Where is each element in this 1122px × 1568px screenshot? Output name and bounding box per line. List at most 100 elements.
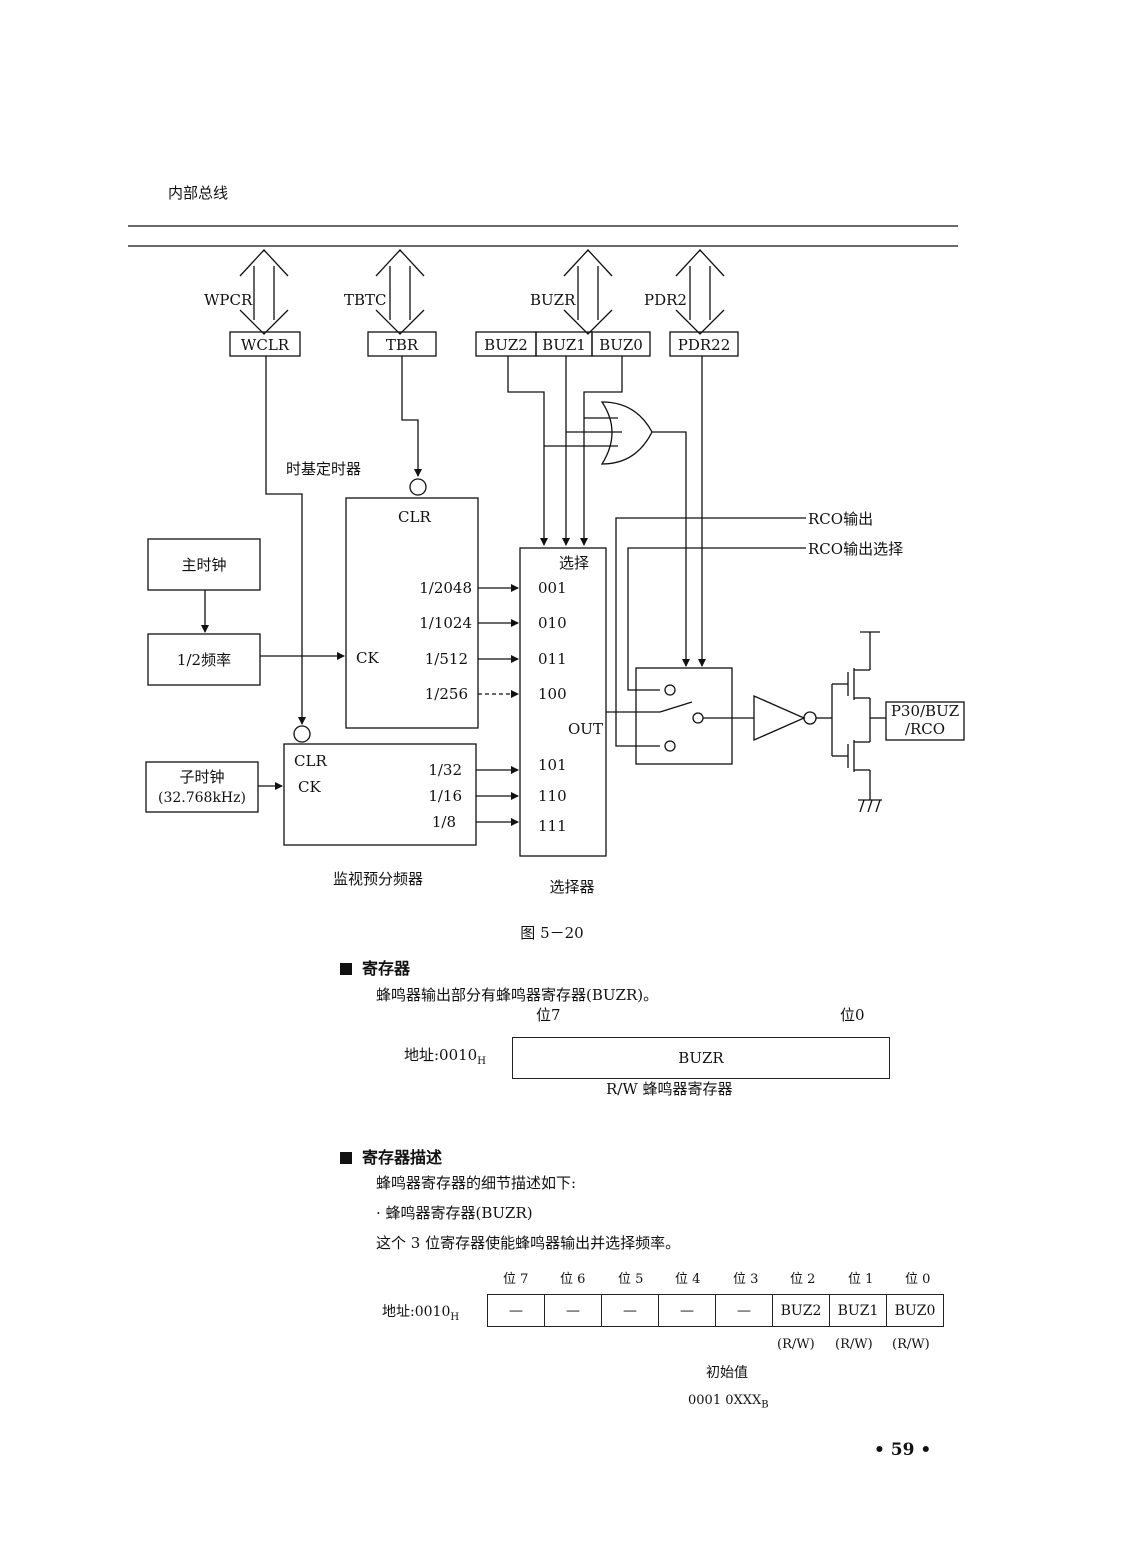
bit-label: 位 4: [675, 1272, 701, 1287]
timebase-label: 时基定时器: [286, 460, 361, 478]
section-heading-registers: 寄存器: [340, 955, 410, 979]
bit-cell: —: [544, 1294, 602, 1327]
pdr2-label: PDR2: [644, 291, 687, 309]
initial-value-label: 初始值: [706, 1365, 748, 1381]
access-label: (R/W): [777, 1337, 815, 1352]
bus-arrow-tbtc: [375, 249, 425, 335]
tb-output-2048: 1/2048: [419, 579, 472, 597]
output-pin-box: [885, 701, 965, 741]
wclr-label: WCLR: [241, 336, 290, 354]
buzzer-block-diagram: 内部总线 WPCR TBTC BUZR PDR2 WCLR TBR BUZ2 B…: [128, 184, 965, 942]
buzr-bit-table: — — — — — BUZ2 BUZ1 BUZ0: [487, 1294, 944, 1327]
pin-label-line2: /RCO: [905, 720, 945, 738]
bit0-label: 位0: [840, 1006, 865, 1024]
bullet-square-icon: [340, 963, 352, 975]
address-label: 地址:0010H: [404, 1046, 486, 1067]
bit-cell: —: [658, 1294, 716, 1327]
section2-text2: 这个 3 位寄存器使能蜂鸣器输出并选择频率。: [376, 1234, 681, 1252]
bit-label: 位 5: [618, 1272, 644, 1287]
bit-cell: —: [715, 1294, 773, 1327]
pdr22-register: [669, 331, 739, 357]
selector-caption: 选择器: [549, 878, 594, 896]
or-gate: [600, 401, 653, 465]
section2-bullet: · 蜂鸣器寄存器(BUZR): [376, 1204, 533, 1222]
sub-clock-label-line1: 子时钟: [179, 768, 224, 786]
inverter: [753, 695, 806, 741]
buzr-label: BUZR: [530, 291, 576, 309]
selector-code-111: 111: [538, 817, 567, 835]
tbtc-label: TBTC: [344, 291, 387, 309]
section1-text: 蜂鸣器输出部分有蜂鸣器寄存器(BUZR)。: [376, 986, 659, 1004]
bullet-square-icon: [340, 1152, 352, 1164]
buzr-register-box: BUZR: [512, 1037, 890, 1079]
cmos-output-stage: [831, 631, 886, 813]
sub-clock-label-line2: (32.768kHz): [158, 790, 246, 806]
bit-cell: BUZ0: [886, 1294, 944, 1327]
buz0-label: BUZ0: [599, 336, 643, 354]
address-label-2: 地址:0010H: [382, 1304, 460, 1323]
timebase-clr-bubble: [409, 478, 427, 496]
buz1-label: BUZ1: [542, 336, 586, 354]
tb-output-1024: 1/1024: [419, 614, 472, 632]
prescaler-clr-bubble: [293, 725, 311, 743]
half-frequency-label: 1/2频率: [177, 651, 231, 669]
bit-cell: BUZ2: [772, 1294, 830, 1327]
rco-output-label: RCO输出: [808, 510, 873, 528]
wp-output-8: 1/8: [432, 813, 456, 831]
section2-text1: 蜂鸣器寄存器的细节描述如下:: [376, 1174, 577, 1192]
access-label: (R/W): [835, 1337, 873, 1352]
buzr-register-caption: R/W 蜂鸣器寄存器: [606, 1080, 733, 1098]
figure-caption: 图 5－20: [520, 924, 583, 942]
table-row: — — — — — BUZ2 BUZ1 BUZ0: [487, 1294, 944, 1327]
tb-output-512: 1/512: [425, 650, 468, 668]
selector-code-011: 011: [538, 650, 567, 668]
bus-arrow-wpcr: [239, 249, 289, 335]
internal-bus-label: 内部总线: [168, 184, 228, 202]
buz0-register: [591, 331, 651, 357]
timebase-timer-box: [345, 497, 479, 729]
watch-prescaler-box: [283, 743, 477, 846]
timebase-ck-label: CK: [356, 649, 379, 667]
bit-cell: BUZ1: [829, 1294, 887, 1327]
buz2-label: BUZ2: [484, 336, 528, 354]
bit-label: 位 2: [790, 1272, 816, 1287]
bus-arrow-buzr: [563, 249, 613, 335]
page-number: • 59 •: [874, 1440, 932, 1460]
bit7-label: 位7: [536, 1006, 561, 1024]
access-label: (R/W): [892, 1337, 930, 1352]
wp-output-16: 1/16: [428, 787, 462, 805]
selector-out-label: OUT: [568, 720, 603, 738]
selector-code-100: 100: [538, 685, 567, 703]
main-clock-label: 主时钟: [181, 556, 226, 574]
tbr-label: TBR: [386, 336, 419, 354]
selector-box: [519, 547, 607, 857]
wclr-register: [229, 331, 301, 357]
initial-value: 0001 0XXXB: [688, 1393, 769, 1411]
selector-code-110: 110: [538, 787, 567, 805]
output-switch-box: [635, 667, 733, 765]
wpcr-label: WPCR: [204, 291, 253, 309]
bit-label: 位 0: [905, 1272, 931, 1287]
wp-output-32: 1/32: [428, 761, 462, 779]
bit-label: 位 7: [503, 1272, 529, 1287]
pin-label-line1: P30/BUZ: [891, 702, 959, 720]
half-frequency-box: [147, 633, 261, 686]
bit-label: 位 1: [848, 1272, 874, 1287]
prescaler-clr-label: CLR: [294, 752, 327, 770]
timebase-clr-label: CLR: [398, 508, 431, 526]
bit-label: 位 3: [733, 1272, 759, 1287]
selector-code-010: 010: [538, 614, 567, 632]
tb-output-256: 1/256: [425, 685, 468, 703]
selector-code-101: 101: [538, 756, 567, 774]
sub-clock-box: [145, 761, 259, 813]
main-clock-box: [147, 538, 261, 591]
pdr22-label: PDR22: [678, 336, 731, 354]
selector-title: 选择: [559, 554, 589, 572]
watch-prescaler-label: 监视预分频器: [333, 870, 423, 888]
bit-cell: —: [487, 1294, 545, 1327]
selector-code-001: 001: [538, 579, 567, 597]
section-heading-register-description: 寄存器描述: [340, 1144, 442, 1168]
bit-label: 位 6: [560, 1272, 586, 1287]
rco-output-select-label: RCO输出选择: [808, 540, 903, 558]
prescaler-ck-label: CK: [298, 778, 321, 796]
